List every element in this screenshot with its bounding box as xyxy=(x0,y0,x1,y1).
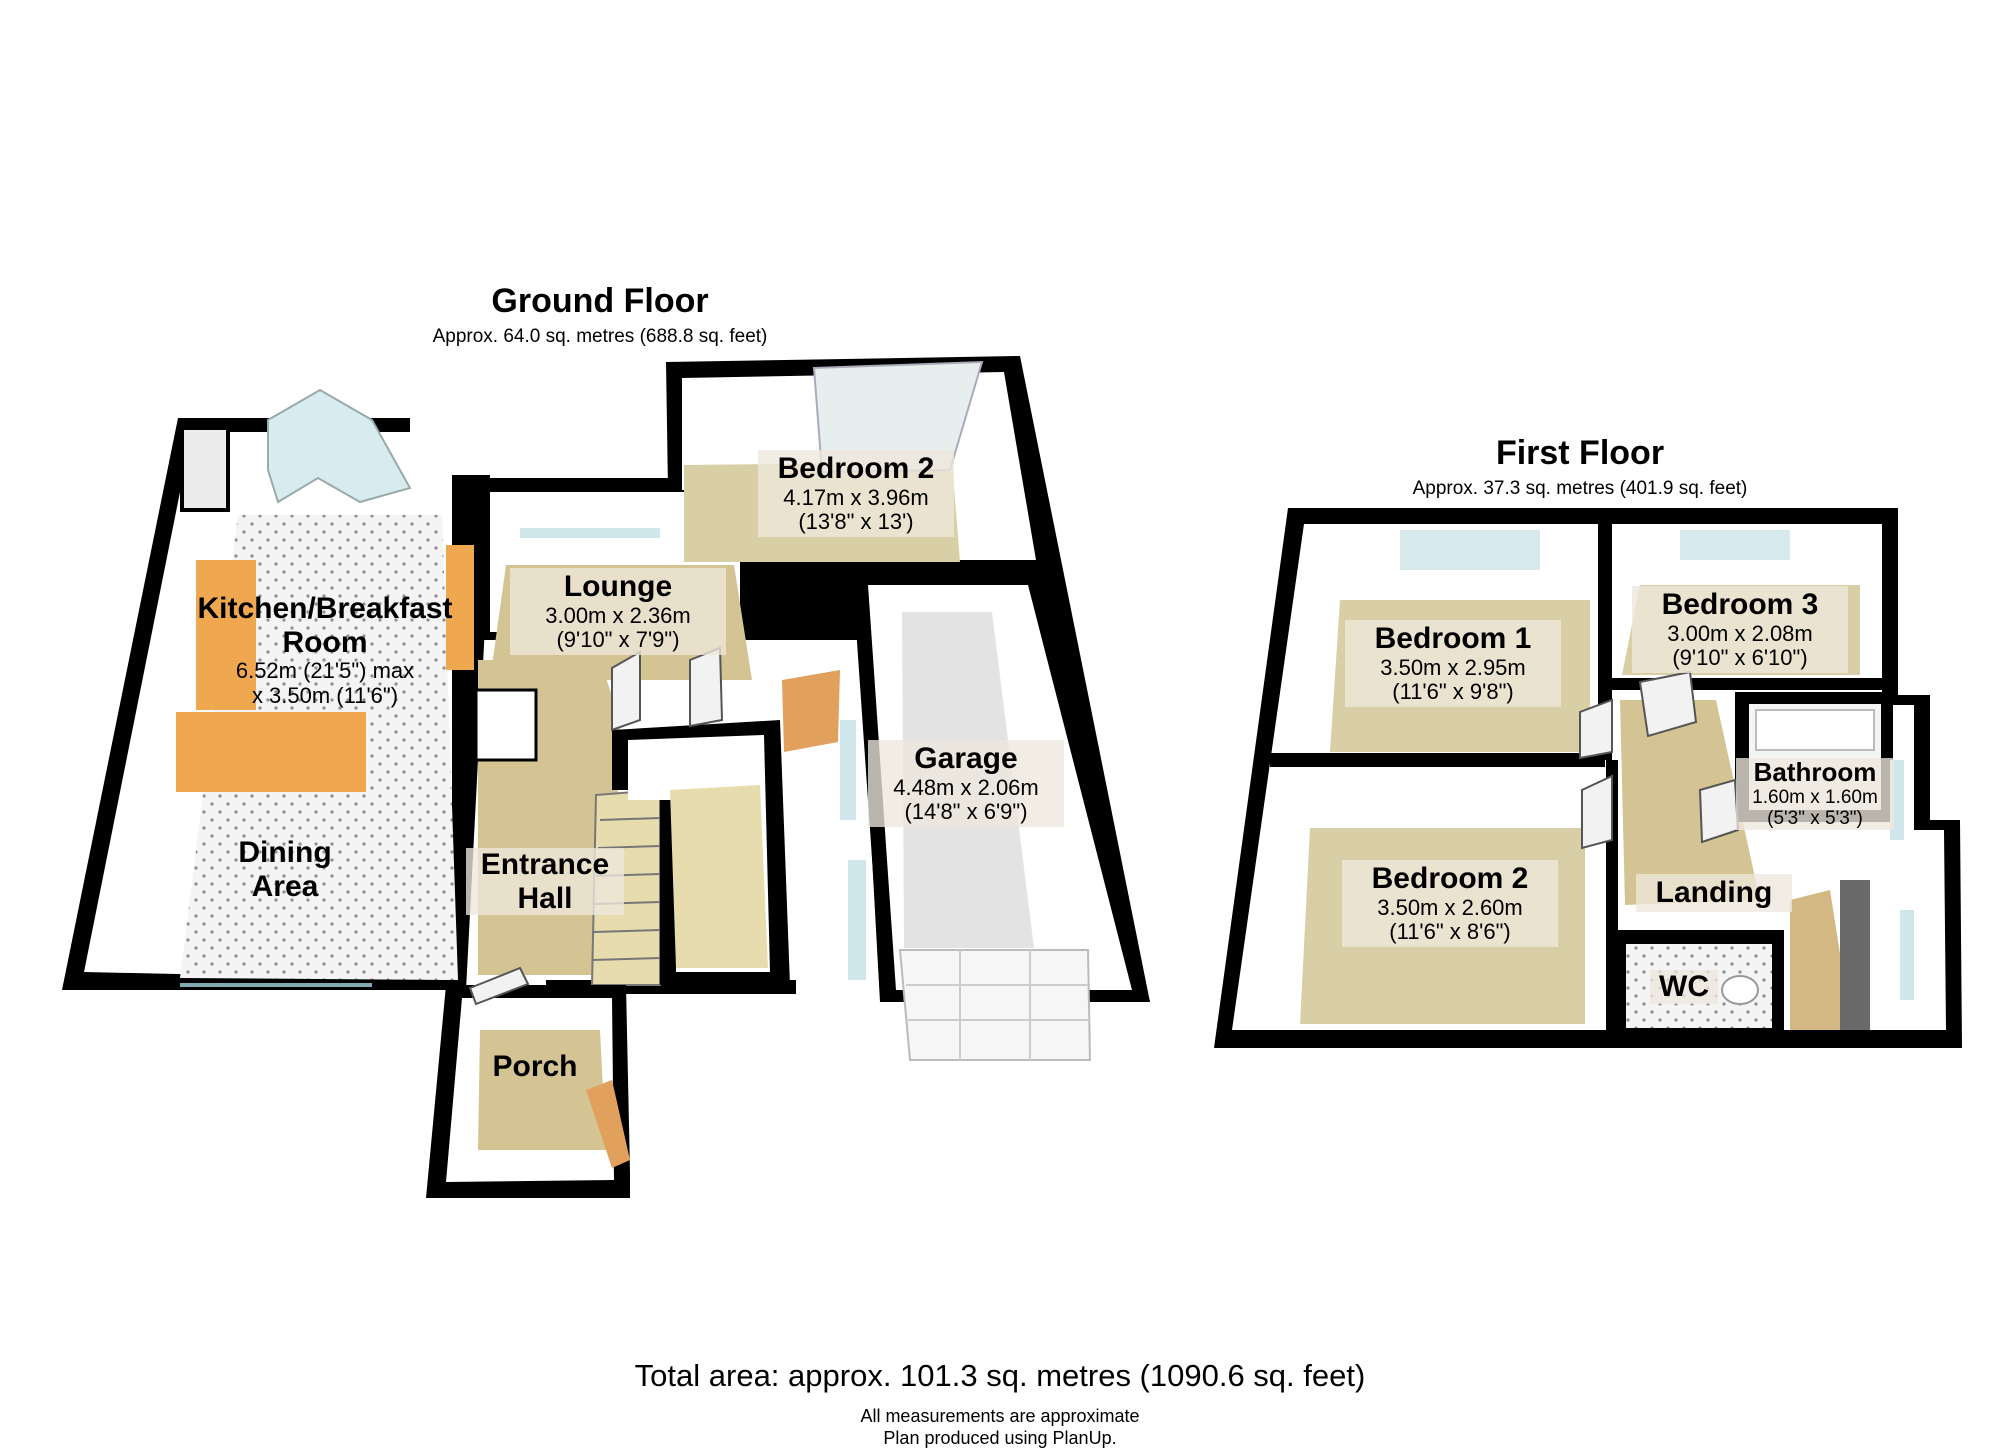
kitchen-dining-room xyxy=(62,388,490,990)
lounge-door-left xyxy=(611,650,641,732)
bedroom3-window xyxy=(1680,530,1790,560)
dining-name-line1: Dining xyxy=(238,836,332,869)
bedroom2-ground-dim-imperial: (13'8" x 13') xyxy=(798,509,914,535)
landing-door-bedroom2 xyxy=(1581,774,1613,850)
first-bedroom2-dim-imperial: (11'6" x 8'6") xyxy=(1389,919,1511,945)
kitchen-worktop-left xyxy=(196,560,256,710)
porch-room xyxy=(426,966,630,1198)
landing-floor xyxy=(1620,700,1760,905)
measurement-note: All measurements are approximate xyxy=(860,1406,1140,1426)
total-area: Total area: approx. 101.3 sq. metres (10… xyxy=(634,1358,1366,1393)
kitchen-dim-line2: x 3.50m (11'6") xyxy=(251,682,399,708)
porch-name: Porch xyxy=(492,1050,578,1083)
stair-tread xyxy=(591,957,661,961)
bedroom2-ground-name: Bedroom 2 xyxy=(777,452,935,485)
wc-name: WC xyxy=(1659,970,1709,1003)
bedroom1-dim-metric: 3.50m x 2.95m xyxy=(1380,654,1526,680)
ground-floor-title: Ground Floor xyxy=(491,282,709,320)
porch-label: Porch xyxy=(470,1050,600,1084)
wc-toilet xyxy=(1721,975,1759,1005)
bedroom1-window xyxy=(1400,530,1540,570)
garage-label: Garage 4.48m x 2.06m (14'8" x 6'9") xyxy=(868,740,1064,827)
landing-name: Landing xyxy=(1655,876,1773,909)
bedroom2-ground-label: Bedroom 2 4.17m x 3.96m (13'8" x 13') xyxy=(758,450,954,537)
landing-door-bedroom1 xyxy=(1579,698,1613,760)
landing-label: Landing xyxy=(1636,874,1792,912)
first-bedroom2-dim-metric: 3.50m x 2.60m xyxy=(1377,894,1523,920)
bedroom2-ground-dim-metric: 4.17m x 3.96m xyxy=(783,484,929,510)
planup-note: Plan produced using PlanUp. xyxy=(883,1428,1117,1448)
bathroom-bath xyxy=(1755,709,1875,751)
wc-window xyxy=(1900,910,1914,1000)
entrance-hall-label: Entrance Hall xyxy=(466,848,624,916)
lounge-window xyxy=(520,528,660,538)
first-bedroom2-label: Bedroom 2 3.50m x 2.60m (11'6" x 8'6") xyxy=(1342,860,1558,947)
first-bedroom2-name: Bedroom 2 xyxy=(1371,862,1529,895)
ground-floor-area: Approx. 64.0 sq. metres (688.8 sq. feet) xyxy=(432,326,768,347)
first-floor-title: First Floor xyxy=(1495,434,1665,472)
bathroom xyxy=(1698,692,1904,844)
kitchen-cupboard-alcove xyxy=(180,426,230,512)
garage-side-window-bottom xyxy=(848,860,866,980)
entrance-hall xyxy=(474,646,796,994)
bathroom-dim-imperial: (5'3" x 5'3") xyxy=(1767,808,1863,830)
dining-label: Dining Area xyxy=(215,836,355,903)
bedroom3-label: Bedroom 3 3.00m x 2.08m (9'10" x 6'10") xyxy=(1632,586,1848,673)
bathroom-label: Bathroom 1.60m x 1.60m (5'3" x 5'3") xyxy=(1736,757,1894,830)
kitchen-label: Kitchen/Breakfast Room 6.52m (21'5") max… xyxy=(180,592,470,708)
bedroom2-door xyxy=(782,670,840,752)
garage-door xyxy=(898,949,1092,1061)
garage-name: Garage xyxy=(914,742,1018,775)
garage-dim-metric: 4.48m x 2.06m xyxy=(893,774,1039,800)
stair-tread xyxy=(593,929,661,933)
kitchen-worktop-island xyxy=(176,712,366,792)
stair-tread xyxy=(599,817,661,821)
bedroom1-dim-imperial: (11'6" x 9'8") xyxy=(1392,679,1514,705)
hall-cupboard xyxy=(474,688,538,762)
bedroom3-dim-metric: 3.00m x 2.08m xyxy=(1667,620,1813,646)
bathroom-door xyxy=(1698,778,1740,844)
lounge-name: Lounge xyxy=(563,570,673,603)
bathroom-name: Bathroom xyxy=(1753,757,1877,787)
stair-void xyxy=(1840,880,1870,1030)
bedroom3-name: Bedroom 3 xyxy=(1661,588,1819,621)
wc-label: WC xyxy=(1650,970,1718,1004)
kitchen-name-line1: Kitchen/Breakfast xyxy=(197,592,453,625)
porch-front-door xyxy=(586,1080,630,1168)
bathroom-dim-metric: 1.60m x 1.60m xyxy=(1752,787,1878,809)
kitchen-name-line2: Room xyxy=(282,625,368,659)
lounge-door-right xyxy=(689,646,724,728)
porch-inner-door xyxy=(468,966,530,1006)
bedroom1-name: Bedroom 1 xyxy=(1374,622,1532,655)
wc-room xyxy=(1612,910,1914,1038)
lounge-dim-imperial: (9'10" x 7'9") xyxy=(556,627,680,653)
landing-door-bedroom3 xyxy=(1638,670,1698,738)
first-floor-area: Approx. 37.3 sq. metres (401.9 sq. feet) xyxy=(1412,478,1748,499)
bedroom3-dim-imperial: (9'10" x 6'10") xyxy=(1672,645,1808,671)
under-stairs-carpet xyxy=(670,785,768,968)
garage-dim-imperial: (14'8" x 6'9") xyxy=(904,799,1028,825)
porch-floor xyxy=(478,1030,606,1150)
entrance-hall-name-line2: Hall xyxy=(517,881,573,915)
garage-side-window-top xyxy=(840,720,856,820)
lounge-label: Lounge 3.00m x 2.36m (9'10" x 7'9") xyxy=(510,568,726,655)
stair-tread xyxy=(597,845,661,849)
entrance-hall-name-line1: Entrance xyxy=(480,848,610,881)
bedroom1-label: Bedroom 1 3.50m x 2.95m (11'6" x 9'8") xyxy=(1345,620,1561,707)
lounge-dim-metric: 3.00m x 2.36m xyxy=(545,602,691,628)
kitchen-dim-line1: 6.52m (21'5") max xyxy=(235,658,415,684)
kitchen-bay-window xyxy=(267,388,412,504)
kitchen-worktop-right xyxy=(446,545,474,670)
first-floor-stairs xyxy=(1790,890,1852,1030)
dining-name-line2: Area xyxy=(251,869,319,903)
landing xyxy=(1579,670,1870,1030)
